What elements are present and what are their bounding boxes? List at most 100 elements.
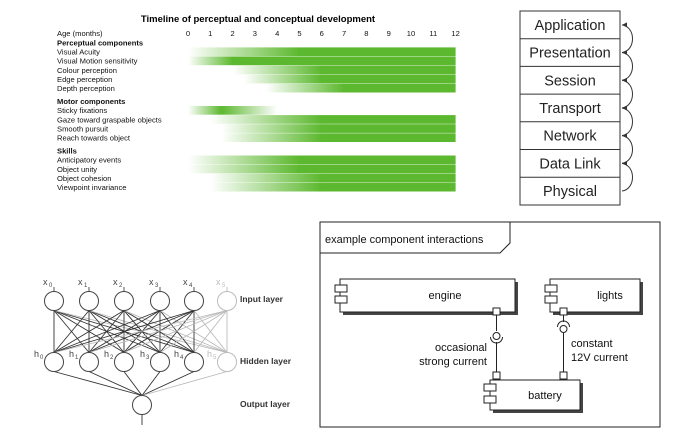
- timeline-row-label: Object cohesion: [57, 174, 111, 183]
- output-layer-label: Output layer: [240, 399, 291, 409]
- nn-edge: [53, 310, 195, 353]
- nn-edges: [53, 310, 228, 425]
- nn-hidden-node: [79, 352, 99, 372]
- timeline-group-heading: Perceptual components: [57, 39, 143, 48]
- nn-edge: [88, 310, 228, 353]
- timeline-row-label: Colour perception: [57, 66, 117, 75]
- nn-hidden-label: h: [69, 349, 74, 359]
- nn-edge: [159, 310, 228, 353]
- nn-hidden-node: [150, 352, 170, 372]
- engine-label: engine: [428, 290, 461, 302]
- uml-diagram: example component interactions engine li…: [319, 221, 661, 428]
- timeline-bar-fade: [266, 83, 345, 93]
- nn-hidden-label: h: [207, 349, 212, 359]
- timeline-bar-solid: [343, 83, 456, 93]
- timeline-title: Timeline of perceptual and conceptual de…: [141, 14, 376, 25]
- nn-input-subscript: 3: [155, 283, 159, 289]
- nn-input-subscript: 5: [222, 283, 226, 289]
- timeline-bar-fade: [188, 164, 300, 174]
- age-tick: 5: [297, 29, 301, 38]
- age-tick: 10: [407, 29, 415, 38]
- nn-input-node: [44, 291, 64, 311]
- timeline-bar-solid: [321, 115, 456, 124]
- nn-hidden-node: [114, 352, 134, 372]
- timeline-bar-solid: [299, 164, 456, 174]
- nn-hidden-subscript: 5: [213, 355, 217, 361]
- osi-layer-label: Application: [535, 18, 606, 34]
- nn-edge: [123, 310, 228, 353]
- osi-arrowhead: [622, 160, 627, 166]
- nn-input-label: x: [113, 277, 118, 287]
- timeline-bar-solid: [321, 182, 456, 192]
- age-tick: 9: [387, 29, 391, 38]
- nn-input-node: [150, 291, 170, 311]
- osi-stack-frame: [519, 10, 621, 206]
- osi-stack: ApplicationPresentationSessionTransportN…: [519, 10, 633, 206]
- lights-battery-link: [557, 307, 570, 380]
- age-tick: 4: [275, 29, 279, 38]
- timeline-row-label: Sticky fixations: [57, 106, 107, 115]
- age-tick: 0: [186, 29, 190, 38]
- osi-layer-label: Transport: [539, 101, 601, 117]
- timeline-bar-solid: [299, 155, 456, 165]
- timeline-bar-solid: [321, 65, 456, 75]
- timeline-bar-fade: [232, 65, 322, 75]
- osi-arrowhead: [622, 77, 627, 83]
- nn-hidden-label: h: [140, 349, 145, 359]
- timeline-bar-fade: [221, 133, 322, 142]
- nn-input-label: x: [78, 277, 83, 287]
- nn-input-subscript: 1: [84, 283, 88, 289]
- timeline-bar-rise: [188, 106, 222, 115]
- nn-hidden-node: [217, 352, 237, 372]
- engine-battery-link: [490, 307, 503, 380]
- osi-arrow: [621, 135, 633, 164]
- timeline-group-heading: Motor components: [57, 97, 125, 106]
- timeline-bar-fade: [243, 74, 322, 84]
- nn-hidden-subscript: 2: [110, 355, 114, 361]
- timeline-bar-fade: [188, 155, 300, 165]
- nn-edge: [53, 310, 125, 353]
- nn-input-label: x: [43, 277, 48, 287]
- timeline-bar-solid: [299, 47, 456, 57]
- nn-edge-output: [141, 371, 228, 396]
- osi-layer-label: Data Link: [539, 156, 601, 172]
- timeline-row-label: Viewpoint invariance: [57, 183, 127, 192]
- age-tick: 7: [342, 29, 346, 38]
- nn-edge-output: [141, 371, 195, 396]
- osi-layers: ApplicationPresentationSessionTransportN…: [520, 18, 620, 200]
- nn-output-node: [132, 395, 152, 415]
- osi-arrow: [621, 162, 633, 192]
- age-tick: 3: [253, 29, 257, 38]
- nn-hidden-subscript: 3: [146, 355, 150, 361]
- timeline-row-label: Anticipatory events: [57, 156, 121, 165]
- uml-frame-title: example component interactions: [325, 234, 484, 246]
- age-tick: 6: [320, 29, 324, 38]
- age-tick: 1: [208, 29, 212, 38]
- nn-hidden-subscript: 4: [180, 355, 184, 361]
- nn-hidden-subscript: 1: [75, 355, 79, 361]
- nn-input-node: [114, 291, 134, 311]
- lights-label: lights: [597, 290, 623, 302]
- nn-edge-output: [88, 371, 143, 396]
- timeline-row-label: Visual Acuity: [57, 48, 100, 57]
- timeline-bar-fade: [221, 124, 322, 133]
- input-layer-label: Input layer: [240, 294, 284, 304]
- hidden-layer-label: Hidden layer: [240, 356, 292, 366]
- osi-arrow: [621, 52, 633, 81]
- nn-hidden-subscript: 0: [40, 355, 44, 361]
- osi-layer-label: Network: [543, 129, 597, 145]
- osi-arrows: [621, 22, 633, 192]
- timeline-row-label: Object unity: [57, 165, 97, 174]
- osi-arrowhead: [622, 105, 627, 111]
- nn-edge: [53, 310, 228, 353]
- nn-hidden-label: h: [104, 349, 109, 359]
- timeline-bar-fade: [210, 173, 322, 183]
- timeline-row-label: Edge perception: [57, 75, 112, 84]
- timeline-bar-solid: [321, 74, 456, 84]
- timeline-row-label: Visual Motion sensitivity: [57, 57, 138, 66]
- nn-edge-output: [123, 371, 143, 396]
